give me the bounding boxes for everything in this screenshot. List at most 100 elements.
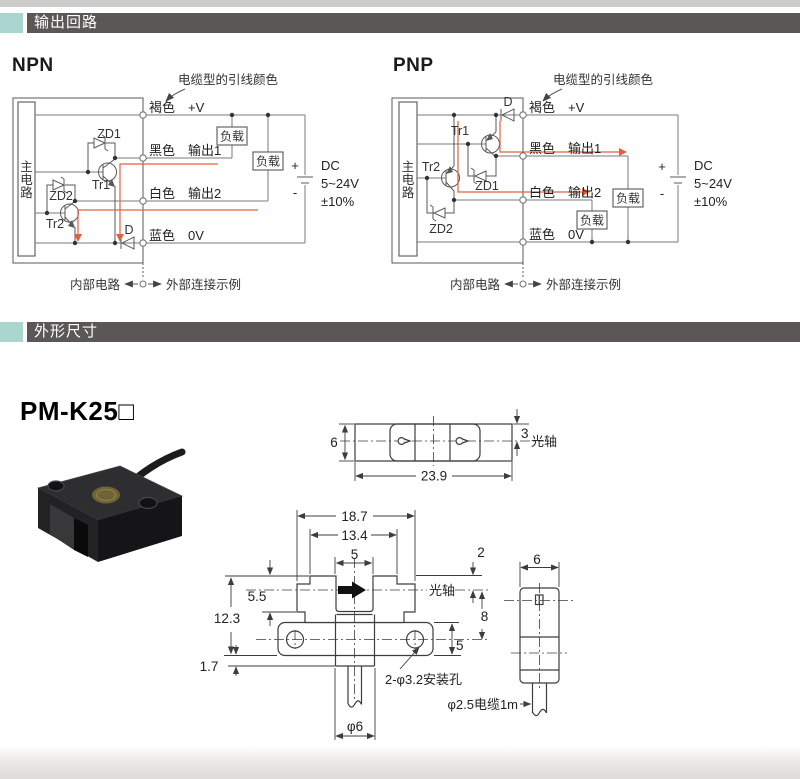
pnp-plus-sign: + [658, 159, 666, 174]
npn-dc-label: DC [321, 158, 340, 173]
pnp-cable-note: 电缆型的引线颜色 [553, 72, 654, 87]
pnp-tr2-label: Tr2 [422, 160, 440, 174]
section-header-dimensions: 外形尺寸 [0, 322, 800, 342]
dim-topview-axis-offset: 3 [521, 426, 529, 441]
lens-mark-left [397, 437, 406, 446]
npn-voltage-label: 5~24V [321, 176, 359, 191]
dim-sideview-width: 6 [533, 552, 541, 567]
section-title: 外形尺寸 [34, 323, 99, 340]
pnp-minus-sign: - [660, 186, 664, 201]
npn-main-circuit-char1: 主 [20, 160, 33, 174]
pnp-terminal-blue: 蓝色 0V [529, 227, 584, 242]
mounting-hole-right [138, 496, 158, 510]
dim-overall-width: 18.7 [341, 509, 367, 524]
side-view: 6 φ2.5电缆1m [447, 552, 573, 717]
npn-tr2-label: Tr2 [46, 217, 64, 231]
section-header-output-circuit: 输出回路 [0, 13, 800, 33]
npn-internal-box [12, 97, 144, 264]
top-strip [0, 0, 800, 7]
optical-axis-arrow-icon [338, 581, 366, 599]
npn-terminal-white: 白色 输出2 [149, 186, 221, 201]
npn-main-circuit-char2: 电 [20, 173, 33, 187]
npn-cable-note: 电缆型的引线颜色 [178, 72, 279, 87]
npn-d-label: D [124, 223, 133, 237]
npn-load1-label: 负载 [220, 130, 244, 144]
dim-slot-width: 5 [351, 547, 359, 562]
model-name: PM-K25□ [20, 396, 135, 426]
npn-terminal-brown: 褐色 +V [149, 100, 205, 115]
dim-boot-step: 1.7 [200, 659, 219, 674]
dim-slot-depth: 5.5 [248, 589, 267, 604]
npn-tr1-label: Tr1 [92, 178, 110, 192]
dim-flange-height: 5 [456, 638, 464, 653]
pnp-zd2-label: ZD2 [429, 222, 453, 236]
sensor-slot-shadow [74, 518, 88, 557]
npn-terminal-blue: 蓝色 0V [149, 228, 204, 243]
dim-topview-length: 23.9 [421, 469, 447, 484]
dim-top-to-axis: 2 [477, 545, 485, 560]
npn-circuit-diagram: 主 电 路 [12, 72, 359, 292]
pnp-load2-box [576, 210, 608, 230]
mounting-holes-callout: 2-φ3.2安装孔 [385, 672, 462, 687]
teal-accent-square [0, 322, 23, 342]
npn-main-circuit-char3: 路 [20, 185, 33, 200]
dim-topview-height: 6 [330, 435, 338, 450]
sensor-body-outline [296, 575, 416, 624]
top-view: 6 23.9 3 光轴 [330, 409, 557, 484]
npn-plus-sign: + [291, 158, 299, 173]
pnp-load2-label: 负载 [580, 214, 604, 228]
lens-mark-right [455, 437, 464, 446]
front-view: 18.7 13.4 5 2 光轴 8 5 [200, 509, 490, 740]
sensor-slot [50, 504, 74, 550]
pnp-d-label: D [503, 95, 512, 109]
dimension-drawings: 6 23.9 3 光轴 [200, 409, 573, 740]
section-bar: 输出回路 [27, 13, 800, 33]
pnp-load1-box [612, 188, 644, 208]
pnp-zd1-label: ZD1 [475, 179, 499, 193]
pnp-main-circuit-char2: 电 [402, 173, 415, 187]
dim-axis-to-hole: 8 [481, 609, 489, 624]
pnp-dc-label: DC [694, 158, 713, 173]
pnp-terminal-brown: 褐色 +V [529, 100, 585, 115]
npn-footer-internal: 内部电路 [70, 277, 121, 292]
section-bar: 外形尺寸 [27, 322, 800, 342]
pnp-voltage-label: 5~24V [694, 176, 732, 191]
pnp-footer-internal: 内部电路 [450, 277, 501, 292]
pnp-tolerance-label: ±10% [694, 194, 728, 209]
sensor-front-face [98, 496, 182, 562]
pnp-main-circuit-char1: 主 [402, 160, 415, 174]
cable-spec-callout: φ2.5电缆1m [447, 697, 518, 712]
side-cable-break [531, 708, 548, 717]
section-title: 输出回路 [34, 14, 99, 31]
dim-boot-dia: φ6 [347, 719, 363, 734]
pnp-terminal-white: 白色 输出2 [529, 185, 601, 200]
pnp-terminal-black: 黑色 输出1 [529, 141, 601, 156]
pnp-circuit-diagram: 主 电 路 [391, 72, 732, 292]
topview-axis-label: 光轴 [531, 434, 557, 449]
npn-footer-external: 外部连接示例 [166, 277, 241, 292]
pnp-title: PNP [393, 55, 434, 76]
dim-body-height: 12.3 [214, 611, 240, 626]
npn-zd2-label: ZD2 [49, 189, 73, 203]
frontview-axis-label: 光轴 [429, 583, 455, 598]
npn-minus-sign: - [293, 185, 297, 200]
pnp-load1-label: 负载 [616, 192, 640, 206]
npn-zd1-label: ZD1 [97, 127, 121, 141]
npn-title: NPN [12, 55, 54, 76]
teal-accent-square [0, 13, 23, 33]
pnp-main-circuit-char3: 路 [402, 185, 415, 200]
npn-load1-box [216, 126, 248, 146]
npn-main-circuit-box [17, 101, 36, 257]
npn-terminal-black: 黑色 输出1 [149, 143, 221, 158]
npn-load2-box [252, 151, 284, 171]
bottom-strip [0, 746, 800, 779]
cable-break [347, 700, 363, 708]
npn-load2-label: 负载 [256, 155, 280, 169]
mounting-hole-top [47, 480, 65, 492]
product-photo [36, 448, 186, 562]
pnp-main-circuit-box [398, 101, 418, 257]
pnp-footer-external: 外部连接示例 [546, 277, 621, 292]
pnp-internal-box [391, 97, 524, 264]
npn-tolerance-label: ±10% [321, 194, 355, 209]
